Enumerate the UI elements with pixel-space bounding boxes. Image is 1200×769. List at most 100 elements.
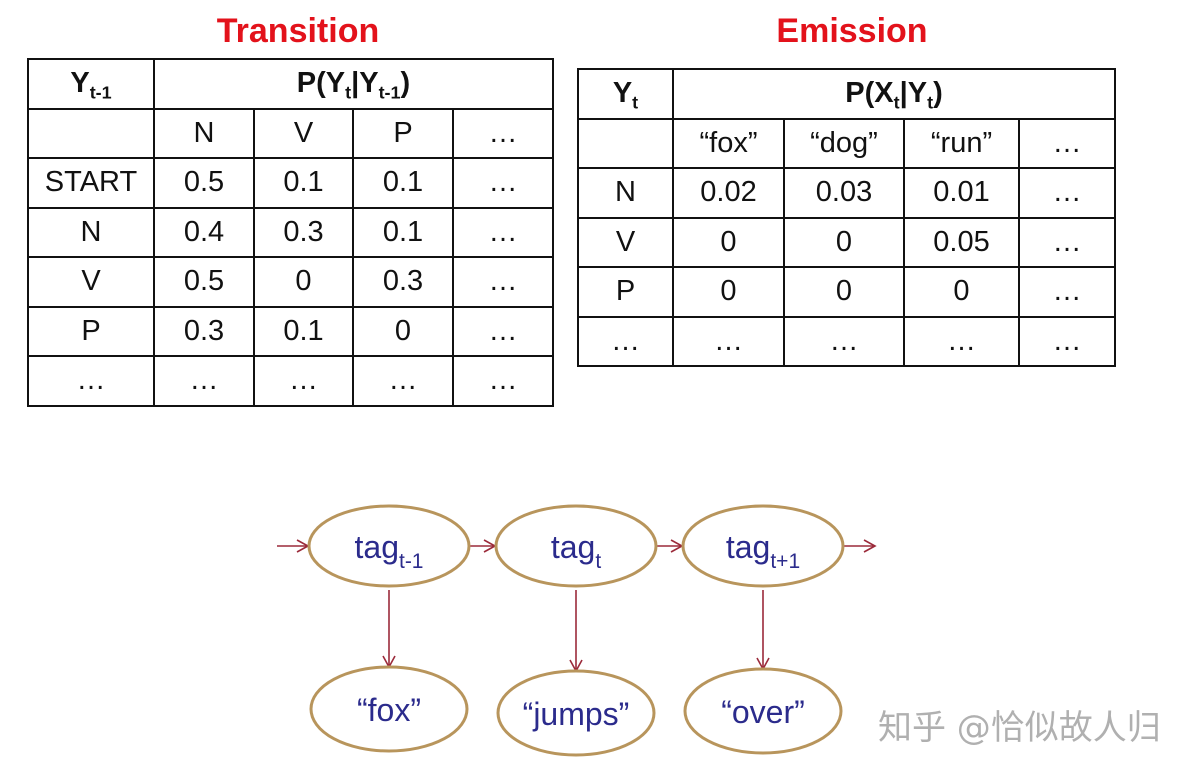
column-header: … (452, 107, 554, 159)
row-label: P (577, 266, 674, 318)
table-cell: … (452, 206, 554, 258)
watermark: 知乎 @恰似故人归 (878, 708, 1161, 748)
table-cell: … (452, 256, 554, 308)
table-cell: 0.1 (352, 157, 454, 209)
table-cell: … (253, 355, 354, 407)
tag-node (681, 504, 845, 588)
table-cell: … (903, 315, 1020, 367)
subscript: t-1 (89, 82, 112, 103)
table-cell: 0 (903, 266, 1020, 318)
tag-base: tag (551, 529, 595, 565)
table-cell: … (1017, 315, 1117, 367)
table-cell: 0.3 (253, 206, 354, 258)
row-label: N (27, 206, 155, 258)
state-header: Yt (577, 68, 674, 120)
subscript: t-1 (378, 82, 401, 103)
tag-base: tag (726, 529, 770, 565)
table-cell: 0 (672, 266, 785, 318)
row-label: V (577, 216, 674, 268)
subscript: t (345, 82, 352, 103)
tag-subscript: t+1 (770, 550, 800, 573)
header-text: ) (933, 77, 943, 110)
header-text: |Y (351, 67, 379, 100)
tag-subscript: t (595, 550, 601, 573)
row-label: … (27, 355, 155, 407)
table-cell: 0 (253, 256, 354, 308)
row-label: P (27, 305, 155, 357)
tag-base: tag (355, 529, 399, 565)
column-header: … (1017, 117, 1117, 169)
table-cell: 0 (352, 305, 454, 357)
table-cell: 0 (783, 216, 905, 268)
subscript: t (927, 92, 934, 113)
table-cell: … (452, 305, 554, 357)
probability-header: P(Yt|Yt-1) (153, 58, 554, 110)
state-header: Yt-1 (27, 58, 155, 110)
row-label: … (577, 315, 674, 367)
tag-subscript: t-1 (399, 550, 424, 573)
table-cell: 0 (783, 266, 905, 318)
column-header (27, 107, 155, 159)
column-header: “run” (903, 117, 1020, 169)
header-text: ) (400, 67, 411, 100)
tag-label: tagt (551, 529, 601, 573)
table-cell: … (452, 355, 554, 407)
column-header (577, 117, 674, 169)
table-cell: … (1017, 216, 1117, 268)
header-text: |Y (899, 77, 928, 110)
table-cell: … (1017, 266, 1117, 318)
table-cell: 0.3 (153, 305, 255, 357)
probability-header: P(Xt|Yt) (671, 68, 1117, 120)
table-row: …………… (27, 355, 554, 407)
table-cell: 0.03 (783, 167, 905, 219)
table-cell: 0.05 (903, 216, 1020, 268)
table-cell: 0.1 (253, 305, 354, 357)
table-cell: 0.1 (253, 157, 354, 209)
table-cell: … (783, 315, 905, 367)
header-text: P(Y (296, 67, 346, 100)
column-header: N (153, 107, 255, 159)
table-cell: 0.02 (672, 167, 785, 219)
column-header: “dog” (783, 117, 905, 169)
tag-label: tagt+1 (726, 529, 800, 573)
word-label: “jumps” (523, 696, 630, 732)
subscript: t (632, 92, 639, 113)
table-cell: … (672, 315, 785, 367)
word-node (496, 669, 656, 757)
subscript: t (893, 92, 900, 113)
header-text: Y (70, 67, 90, 100)
table-cell: 0.5 (153, 157, 255, 209)
transition-title: Transition (216, 12, 380, 50)
word-node (309, 665, 469, 753)
emission-title: Emission (776, 12, 928, 50)
table-row: …………… (577, 315, 1117, 367)
table-cell: 0.1 (352, 206, 454, 258)
column-header: P (352, 107, 454, 159)
tag-label: tagt-1 (355, 529, 424, 573)
table-cell: 0.4 (153, 206, 255, 258)
tag-node (494, 504, 658, 588)
header-text: Y (612, 77, 633, 110)
table-cell: … (352, 355, 454, 407)
table-cell: 0.01 (903, 167, 1020, 219)
table-cell: … (1017, 167, 1117, 219)
table-cell: 0.3 (352, 256, 454, 308)
table-cell: 0 (672, 216, 785, 268)
tag-node (307, 504, 471, 588)
row-label: N (577, 167, 674, 219)
word-node (683, 667, 843, 755)
table-cell: … (153, 355, 255, 407)
table-cell: 0.5 (153, 256, 255, 308)
word-label: “over” (721, 694, 805, 730)
table-cell: … (452, 157, 554, 209)
row-label: START (27, 157, 155, 209)
